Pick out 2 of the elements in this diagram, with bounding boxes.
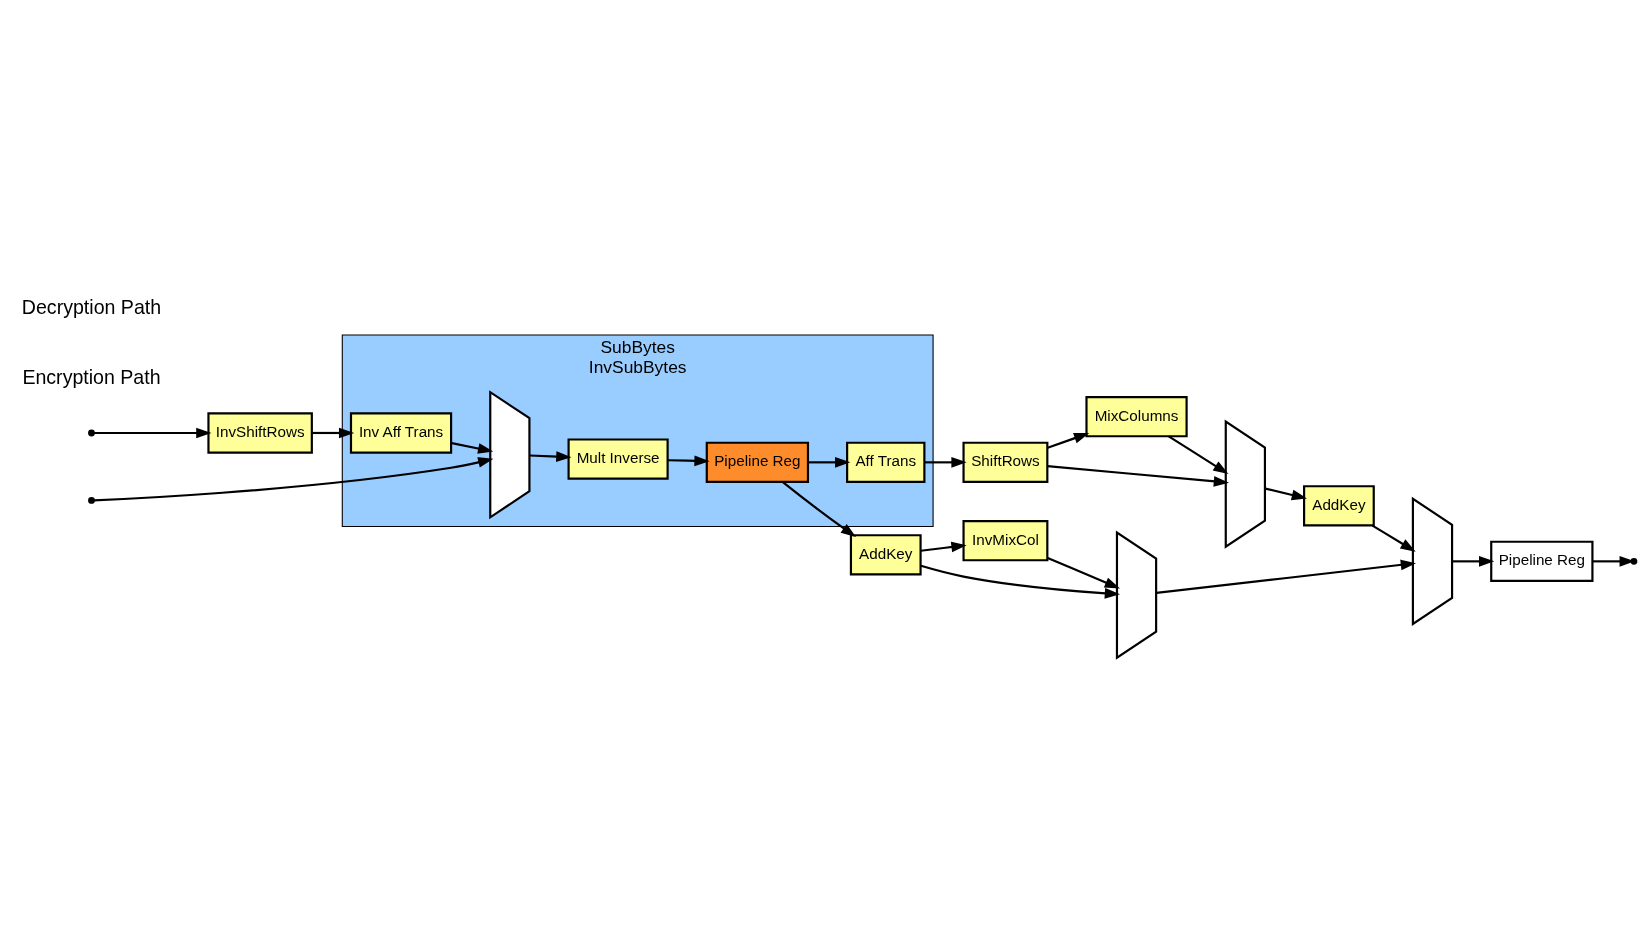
label: Encryption Path bbox=[22, 365, 161, 388]
label: Decryption Path bbox=[21, 295, 162, 318]
